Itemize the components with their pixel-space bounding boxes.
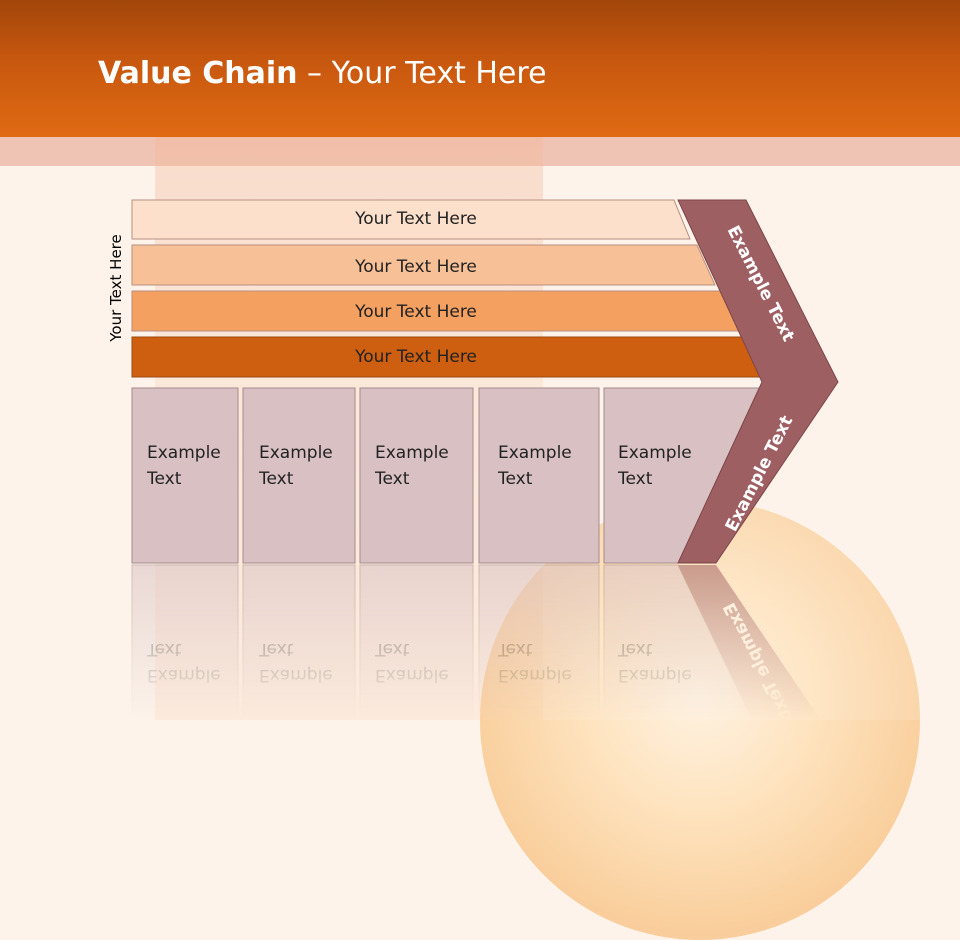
svg-text:Text: Text bbox=[146, 639, 182, 659]
primary-box-5-line2: Text bbox=[617, 469, 653, 489]
support-bar-4-label: Your Text Here bbox=[354, 347, 477, 367]
header-bar bbox=[0, 0, 960, 137]
primary-box-4-line2: Text bbox=[497, 469, 533, 489]
svg-text:Text: Text bbox=[497, 639, 533, 659]
primary-box-1-line2: Text bbox=[146, 469, 182, 489]
primary-box-3-line1: Example bbox=[375, 443, 449, 463]
svg-text:Text: Text bbox=[258, 639, 294, 659]
support-bar-3-label: Your Text Here bbox=[354, 302, 477, 322]
side-label: Your Text Here bbox=[107, 234, 125, 342]
svg-text:Example: Example bbox=[618, 665, 692, 685]
svg-text:Example: Example bbox=[498, 665, 572, 685]
primary-box-3 bbox=[359, 387, 474, 564]
diagram-reflection: Example Text Example Text Example Text Exam… bbox=[131, 564, 821, 720]
primary-box-1-line1: Example bbox=[147, 443, 221, 463]
slide-title: Value Chain – Your Text Here bbox=[98, 56, 547, 91]
support-bar-2-label: Your Text Here bbox=[354, 257, 477, 277]
svg-text:Example: Example bbox=[375, 665, 449, 685]
svg-text:Text: Text bbox=[617, 639, 653, 659]
primary-box-2-line2: Text bbox=[258, 469, 294, 489]
primary-box-4 bbox=[478, 387, 600, 564]
title-rest: – Your Text Here bbox=[297, 56, 547, 91]
support-bar-2 bbox=[131, 244, 716, 286]
margin-chevron bbox=[677, 199, 839, 564]
primary-box-4-line1: Example bbox=[498, 443, 572, 463]
svg-text:Example: Example bbox=[147, 665, 221, 685]
support-bar-1-label: Your Text Here bbox=[354, 209, 477, 229]
primary-box-2 bbox=[242, 387, 356, 564]
svg-text:Example: Example bbox=[259, 665, 333, 685]
primary-box-2-line1: Example bbox=[259, 443, 333, 463]
primary-box-1 bbox=[131, 387, 239, 564]
primary-box-3-line2: Text bbox=[374, 469, 410, 489]
primary-box-5-line1: Example bbox=[618, 443, 692, 463]
title-bold: Value Chain bbox=[98, 56, 298, 91]
support-bar-1 bbox=[131, 199, 691, 240]
svg-text:Text: Text bbox=[374, 639, 410, 659]
